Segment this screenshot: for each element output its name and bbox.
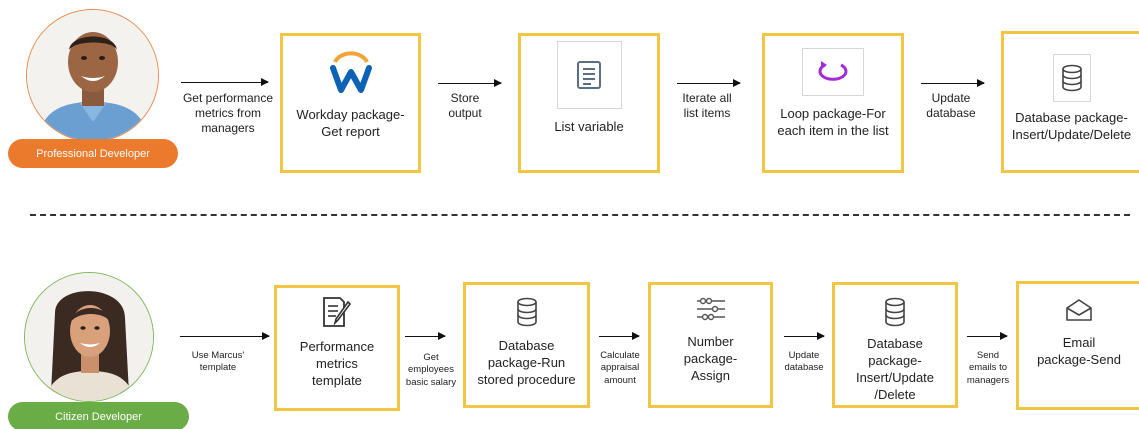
arrow-label: Calculate appraisal amount <box>600 350 640 386</box>
database-icon <box>516 297 538 332</box>
step-number-package-assign: Number package- Assign <box>648 282 773 408</box>
step-label: Database package- Insert/Update /Delete <box>855 336 935 402</box>
step-workday-get-report: Workday package- Get report <box>280 33 421 173</box>
step-label: List variable <box>554 119 624 134</box>
flow-arrow <box>784 332 825 340</box>
arrow-label: Update database <box>926 91 976 120</box>
section-divider <box>30 214 1130 216</box>
sliders-icon <box>695 297 727 326</box>
envelope-icon <box>1065 298 1093 327</box>
step-database-insert-update-delete: Database package- Insert/Update /Delete <box>832 282 958 408</box>
role-label-citizen: Citizen Developer <box>8 402 189 429</box>
arrow-label: Store output <box>448 91 482 120</box>
flow-arrow <box>677 79 741 87</box>
arrow-label: Get performance metrics from managers <box>182 91 274 135</box>
database-icon <box>1052 54 1091 102</box>
professional-developer-avatar <box>26 9 159 142</box>
role-label-professional: Professional Developer <box>8 139 178 168</box>
loop-icon <box>802 48 864 96</box>
step-label: Performance metrics template <box>299 339 375 388</box>
step-label: Database package- Insert/Update/Delete <box>1011 110 1132 142</box>
arrow-label: Get employees basic salary <box>405 352 457 388</box>
step-label: Email package-Send <box>1037 335 1121 367</box>
citizen-developer-avatar <box>24 272 154 402</box>
step-loop-package: Loop package-For each item in the list <box>762 33 904 173</box>
database-icon <box>884 297 906 332</box>
workday-logo-icon <box>329 48 373 99</box>
flow-arrow <box>405 332 446 340</box>
step-list-variable: List variable <box>518 33 660 173</box>
document-pen-icon <box>320 296 354 333</box>
step-label: Database package-Run stored procedure <box>477 338 576 387</box>
step-label: Workday package- Get report <box>296 107 405 139</box>
flow-arrow <box>599 332 640 340</box>
flow-arrow <box>921 79 985 87</box>
arrow-label: Update database <box>784 350 824 374</box>
step-label: Loop package-For each item in the list <box>777 106 889 138</box>
flow-arrow <box>438 79 502 87</box>
arrow-label: Iterate all list items <box>682 91 732 120</box>
step-database-run-stored-procedure: Database package-Run stored procedure <box>463 282 590 408</box>
list-icon <box>556 41 622 109</box>
flow-arrow <box>180 332 270 340</box>
step-performance-metrics-template: Performance metrics template <box>274 285 400 411</box>
step-label: Number package- Assign <box>683 334 738 383</box>
flow-arrow <box>967 332 1008 340</box>
flow-arrow <box>181 78 269 86</box>
step-database-insert-update-delete: Database package- Insert/Update/Delete <box>1001 31 1139 173</box>
arrow-label: Use Marcus' template <box>191 350 245 374</box>
step-email-package-send: Email package-Send <box>1016 281 1139 410</box>
arrow-label: Send emails to managers <box>966 350 1010 386</box>
